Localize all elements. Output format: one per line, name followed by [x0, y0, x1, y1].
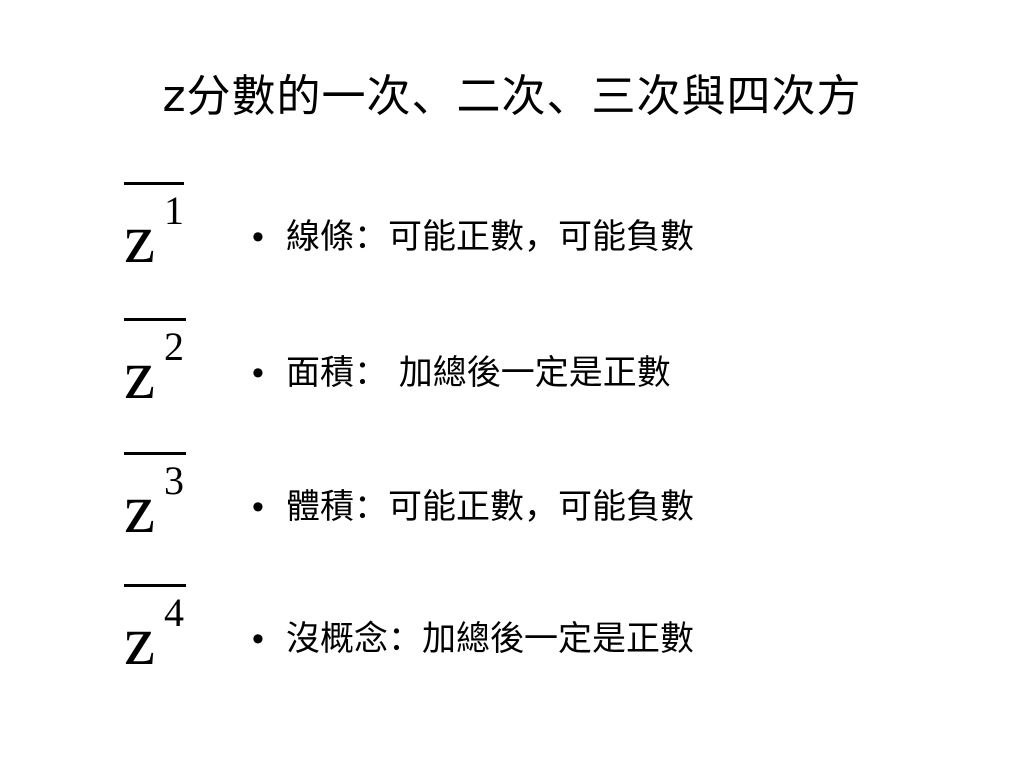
bullet-dot: • — [252, 218, 264, 256]
bullet-dot: • — [252, 354, 264, 392]
formula-row: z 4 • 沒概念：加總後一定是正數 — [0, 572, 1024, 692]
formula-exponent: 2 — [164, 324, 184, 369]
bullet-item: • 體積：可能正數，可能負數 — [252, 484, 694, 530]
formula-exponent: 4 — [164, 590, 184, 635]
bullet-text: 線條：可能正數，可能負數 — [286, 217, 694, 257]
formula-row: z 3 • 體積：可能正數，可能負數 — [0, 440, 1024, 560]
mean-z-power-formula: z 3 — [124, 440, 198, 550]
bullet-item: • 線條：可能正數，可能負數 — [252, 214, 694, 260]
formula-row: z 1 • 線條：可能正數，可能負數 — [0, 170, 1024, 290]
bullet-text: 體積：可能正數，可能負數 — [286, 487, 694, 527]
formula-variable: z — [124, 603, 156, 680]
overline — [124, 584, 186, 587]
overline — [124, 452, 186, 455]
mean-z-power-formula: z 1 — [124, 170, 198, 280]
mean-z-power-formula: z 4 — [124, 572, 198, 682]
formula-variable: z — [124, 337, 156, 414]
formula-variable: z — [124, 471, 156, 548]
bullet-dot: • — [252, 620, 264, 658]
bullet-item: • 沒概念：加總後一定是正數 — [252, 616, 694, 662]
slide-title: z分數的一次、二次、三次與四次方 — [162, 71, 862, 122]
formula-variable: z — [124, 201, 156, 278]
formula-exponent: 1 — [164, 188, 184, 233]
formula-exponent: 3 — [164, 458, 184, 503]
bullet-text: 沒概念：加總後一定是正數 — [286, 619, 694, 659]
bullet-text: 面積： 加總後一定是正數 — [286, 353, 671, 393]
overline — [124, 318, 186, 321]
mean-z-power-formula: z 2 — [124, 306, 198, 416]
bullet-item: • 面積： 加總後一定是正數 — [252, 350, 671, 396]
bullet-dot: • — [252, 488, 264, 526]
overline — [124, 182, 184, 185]
formula-row: z 2 • 面積： 加總後一定是正數 — [0, 306, 1024, 426]
